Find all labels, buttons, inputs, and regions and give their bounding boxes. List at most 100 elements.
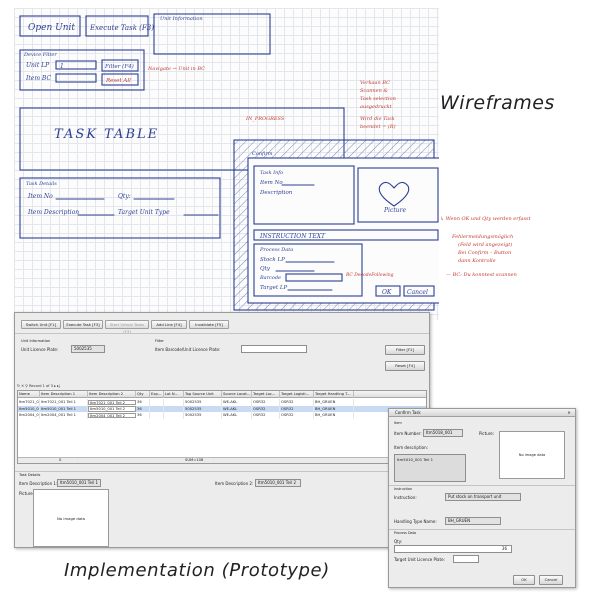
column-header[interactable]: Target Logisti... [280, 391, 314, 398]
sketch-item-bc: Item BC [25, 75, 51, 82]
table-cell: 5002535 [184, 399, 222, 406]
table-cell: Itm5010_001 [19, 405, 40, 412]
table-cell: OSR32 [252, 399, 280, 406]
task-details-title: Task Details [19, 473, 41, 477]
table-cell [150, 405, 164, 412]
unit-info-title: Unit Information [21, 339, 51, 343]
svg-text:↳ Wenn OK und Qty werden erfas: ↳ Wenn OK und Qty werden erfasst [440, 216, 532, 222]
sketch-heart-icon [378, 181, 410, 207]
sketch-cancel: Cancel [407, 289, 428, 296]
table-cell: Itm2004_001 Teil 2 [88, 412, 136, 418]
column-header[interactable]: Item Description 1 [40, 391, 88, 398]
wireframe-drawing: Open Unit Execute Task (F3) Unit Informa… [19, 13, 439, 311]
target-lp-input[interactable] [453, 555, 479, 563]
unit-license-plate-label: Unit Licence Plate: [21, 347, 59, 352]
column-header[interactable]: Target Handling T... [314, 391, 354, 398]
dialog-picture-label: Picture: [479, 431, 495, 436]
details-separator [15, 471, 429, 472]
task-table: Name Item Description 1 Item Description… [17, 390, 427, 464]
unit-license-plate-field[interactable]: 5002535 [71, 345, 105, 353]
sketch-reset-btn: Reset All [105, 78, 131, 84]
sketch-task-table: TASK TABLE [54, 127, 159, 142]
dialog-title: Confirm Task [389, 409, 575, 417]
column-header[interactable]: Item Description 2 [88, 391, 136, 398]
sketch-navigate-note: Navigate → Unit in BC [147, 66, 205, 72]
add-line-button[interactable]: Add Line [F4] [151, 320, 187, 329]
switch-unit-button[interactable]: Switch Unit [F1] [21, 320, 61, 329]
table-cell: 36 [136, 399, 150, 406]
item-number-field[interactable]: Itm5018_001 [423, 429, 463, 437]
item-description-field[interactable]: Itm5010_001 Teil 1 [394, 454, 466, 482]
sketch-target-lp: Target LP [260, 285, 288, 291]
reset-button[interactable]: Reset [F4] [385, 361, 425, 371]
wireframes-caption: Wireframes [440, 92, 555, 114]
table-cell [150, 399, 164, 406]
ok-button[interactable]: OK [513, 575, 535, 585]
handling-type-field[interactable]: BH_GRUEN [445, 517, 501, 525]
svg-text:Verkaan BC: Verkaan BC [360, 80, 390, 86]
column-header[interactable]: Top Source Unit [184, 391, 222, 398]
dialog-separator [389, 485, 575, 486]
table-cell [150, 412, 164, 419]
table-cell: OSR32 [252, 405, 280, 412]
sketch-task-details-box [19, 177, 221, 239]
item-barcode-input[interactable] [241, 345, 307, 353]
table-cell: Itm2004_001 Teil 1 [40, 412, 88, 419]
close-icon[interactable]: ✕ [567, 410, 571, 415]
sketch-open-unit-box [19, 15, 81, 37]
no-image-text: No image data [57, 516, 85, 521]
item-description-2-field[interactable]: Itm5010_001 Teil 2 [255, 479, 301, 487]
sketch-target-unit-type: Target Unit Type [118, 209, 170, 216]
instruction-field[interactable]: Put stock on transport unit [445, 493, 521, 501]
table-cell: OSR32 [280, 399, 314, 406]
sketch-open-unit: Open Unit [28, 23, 75, 33]
filter-button[interactable]: Filter [F2] [385, 345, 425, 355]
sketch-unit-lp-value: 1 [60, 63, 64, 70]
table-row[interactable]: Itm5010_001 Itm5010_001 Teil 1 Itm5010_0… [18, 405, 426, 412]
column-header[interactable]: Source Locat... [223, 391, 252, 398]
dialog-separator [389, 529, 575, 530]
table-cell: BH_GRUEN [314, 405, 354, 412]
execute-task-button[interactable]: Execute Task [F3] [63, 320, 103, 329]
sketch-item-description: Item Description [27, 209, 79, 216]
column-header[interactable]: Name [18, 391, 40, 398]
column-header[interactable]: Exp... [150, 391, 164, 398]
svg-text:(Feld wird angezeigt): (Feld wird angezeigt) [458, 241, 512, 248]
instruction-section-title: Instruction [394, 487, 413, 491]
item-barcode-label: Item Barcode/Unit Licence Plate: [155, 347, 221, 352]
table-row[interactable]: Itm2004_001 Itm2004_001 Teil 1 Itm2004_0… [18, 412, 426, 419]
sketch-qty: Qty: [118, 193, 131, 200]
sketch-in-progress: IN_PROGRESS [245, 116, 285, 122]
sketch-task-info: Task Info [260, 170, 283, 176]
sketch-item-no2: Item No [259, 180, 283, 186]
column-header[interactable]: Qty [136, 391, 150, 398]
confirm-task-dialog: Confirm Task ✕ Item Item Number: Itm5018… [388, 408, 576, 588]
cancel-button[interactable]: Cancel [539, 575, 563, 585]
grid-navigator[interactable]: ↻ ✕ ⚲ Record 1 of 3 ▸ ▸| [17, 384, 61, 388]
sketch-ok: OK [382, 289, 392, 296]
table-cell: 36 [136, 405, 150, 412]
invalidate-button[interactable]: Invalidate [F5] [189, 320, 229, 329]
table-cell: Itm2004_001 [19, 412, 40, 419]
sketch-instruction-text: INSTRUCTION TEXT [259, 233, 326, 240]
sketch-stock-lp: Stock LP [260, 257, 285, 263]
wireframe-sketch: Open Unit Execute Task (F3) Unit Informa… [14, 8, 439, 320]
footer-sum: 0 [58, 458, 78, 463]
column-header[interactable]: Lot N... [164, 391, 184, 398]
sketch-process-data: Process Data [259, 247, 293, 253]
table-cell [164, 405, 184, 412]
svg-text:Bei Confirm – Button: Bei Confirm – Button [457, 250, 511, 256]
sketch-task-table-box [19, 107, 345, 171]
table-cell: WE-AKL [222, 399, 252, 406]
sketch-notes-bottom: ↳ Wenn OK und Qty werden erfasst Fehlerm… [440, 216, 532, 278]
sketch-bc-note: BC DecodeFollowing [345, 272, 394, 278]
sketch-execute-task: Execute Task (F3) [89, 24, 154, 32]
table-row[interactable]: Itm7021_001 Itm7021_001 Teil 1 Itm7021_0… [18, 399, 426, 406]
table-cell: Itm7021_001 Teil 2 [88, 399, 136, 405]
item-description-label: Item description: [394, 445, 428, 450]
column-header[interactable]: Target Loc... [252, 391, 280, 398]
item-description-1-field[interactable]: Itm5010_001 Teil 1 [57, 479, 101, 487]
qty-input[interactable]: 36 [394, 545, 512, 553]
sketch-filter-box [19, 49, 145, 91]
start-virtual-tasks-button[interactable]: Start Virtual Tasks [F3] [105, 320, 149, 334]
